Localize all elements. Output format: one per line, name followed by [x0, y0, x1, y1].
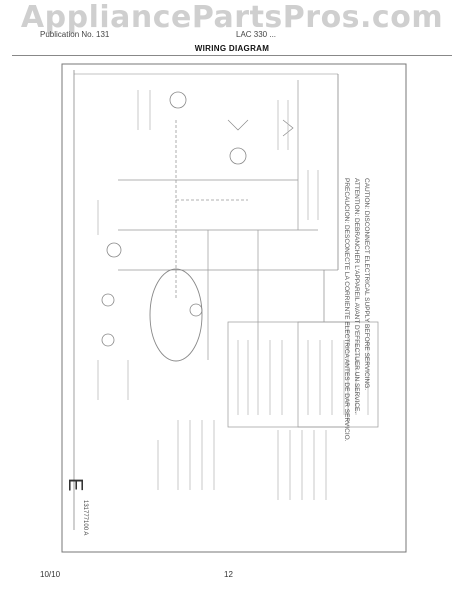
page-number: 12: [224, 570, 233, 579]
legend-box-right: [297, 321, 379, 428]
timer-symbol: [149, 268, 203, 362]
watermark: AppliancePartsPros.com: [20, 0, 444, 35]
part-number: 131777100 A: [82, 500, 88, 536]
caution-notice-1: CAUTION: DISCONNECT ELECTRICAL SUPPLY BE…: [363, 178, 370, 391]
wiring-diagram: CAUTION: DISCONNECT ELECTRICAL SUPPLY BE…: [58, 60, 418, 560]
legend-box-left: [227, 321, 349, 428]
wiring-schematic: [61, 63, 407, 553]
motor-symbol: [169, 91, 187, 109]
model-number: LAC 330 ...: [236, 30, 277, 39]
page-title: WIRING DIAGRAM: [194, 44, 270, 53]
publication-number: Publication No. 131: [40, 30, 110, 39]
footer-date: 10/10: [40, 570, 61, 579]
heater-symbol: [229, 147, 247, 165]
caution-notice-2: ATTENTION: DEBRANCHER L'APPAREIL AVANT D…: [353, 178, 360, 414]
diagram-frame: [61, 63, 407, 553]
header-rule: [12, 55, 452, 56]
corner-mark: E: [64, 478, 86, 492]
caution-notice-3: PRECAUCION: DESCONECTE LA CORRIENTE ELEC…: [343, 178, 350, 442]
switch-symbol: [106, 242, 122, 258]
